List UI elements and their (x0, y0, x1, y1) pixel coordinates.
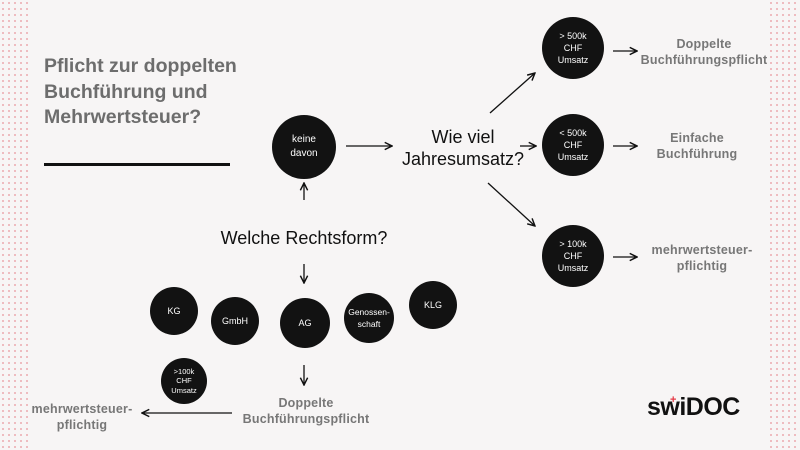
revenue-over-500k-circle: > 500k CHF Umsatz (542, 17, 604, 79)
title-underline (44, 163, 230, 166)
legal-form-kg: KG (150, 287, 198, 335)
revenue-question: Wie viel Jahresumsatz? (401, 127, 525, 169)
revenue-over-100k-outcome: mehrwertsteuer- pflichtig (651, 243, 753, 273)
revenue-over-100k-circle: > 100k CHF Umsatz (542, 225, 604, 287)
none-of-these-circle: keine davon (272, 115, 336, 179)
arrow-revenue-to-100k (487, 182, 535, 226)
dot-pattern-left (0, 0, 30, 450)
company-outcome-label: Doppelte Buchführungspflicht (242, 396, 370, 426)
legal-form-genossenschaft: Genossen- schaft (344, 293, 394, 343)
revenue-under-500k-outcome: Einfache Buchführung (656, 131, 738, 161)
legal-form-ag: AG (280, 298, 330, 348)
legal-form-klg: KLG (409, 281, 457, 329)
vat-threshold-circle: >100k CHF Umsatz (161, 358, 207, 404)
arrow-revenue-to-500k-plus (489, 73, 535, 114)
revenue-under-500k-circle: < 500k CHF Umsatz (542, 114, 604, 176)
page-title: Pflicht zur doppelten Buchführung und Me… (44, 55, 237, 128)
logo-plus-icon: + (670, 394, 677, 406)
vat-outcome-label: mehrwertsteuer- pflichtig (31, 402, 133, 432)
revenue-over-500k-outcome: Doppelte Buchführungspflicht (640, 37, 768, 67)
legal-form-question: Welche Rechtsform? (220, 228, 388, 248)
dot-pattern-right (768, 0, 800, 450)
legal-form-gmbh: GmbH (211, 297, 259, 345)
swidoc-logo: swiDOC (647, 393, 740, 421)
